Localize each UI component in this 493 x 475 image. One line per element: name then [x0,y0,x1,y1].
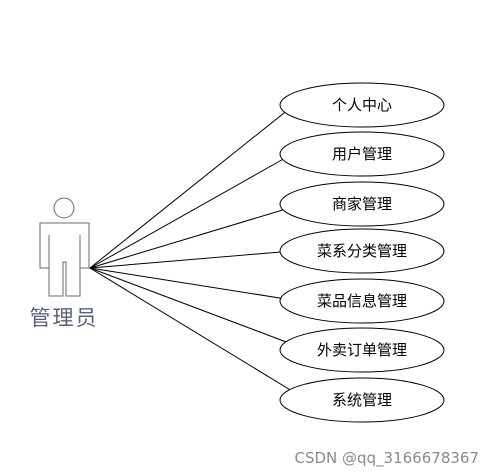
association-line [89,251,282,269]
use-case-ellipse [279,327,445,373]
actor-label: 管理员 [30,306,99,330]
association-line [89,104,295,269]
use-case-ellipse [279,377,445,423]
watermark: CSDN @qq_3166678367 [294,449,479,467]
use-case-item: 个人中心 [279,82,445,128]
use-case-item: 系统管理 [279,377,445,423]
use-case-item: 用户管理 [279,131,445,177]
use-case-ellipse [279,181,445,227]
association-line [89,208,287,269]
use-case-ellipse [279,131,445,177]
association-line [89,267,290,344]
use-case-label: 商家管理 [332,195,392,213]
association-line [89,267,287,300]
use-case-ellipse [279,228,445,274]
use-case-item: 菜系分类管理 [279,228,445,274]
association-lines [89,104,295,392]
use-case-item: 外卖订单管理 [279,327,445,373]
actor-figure [39,197,90,297]
use-case-item: 商家管理 [279,181,445,227]
use-case-item: 菜品信息管理 [279,278,445,324]
use-case-ellipse [279,278,445,324]
use-case-label: 系统管理 [332,391,392,409]
use-case-label: 菜品信息管理 [317,292,407,310]
use-case-ellipse [279,82,445,128]
use-case-label: 用户管理 [332,145,392,163]
association-line [89,156,288,269]
actor-head [53,197,75,219]
use-case-label: 外卖订单管理 [317,341,407,359]
use-case-label: 个人中心 [332,96,392,114]
association-line [89,267,293,392]
actor-body [39,222,90,297]
use-case-label: 菜系分类管理 [317,242,407,260]
